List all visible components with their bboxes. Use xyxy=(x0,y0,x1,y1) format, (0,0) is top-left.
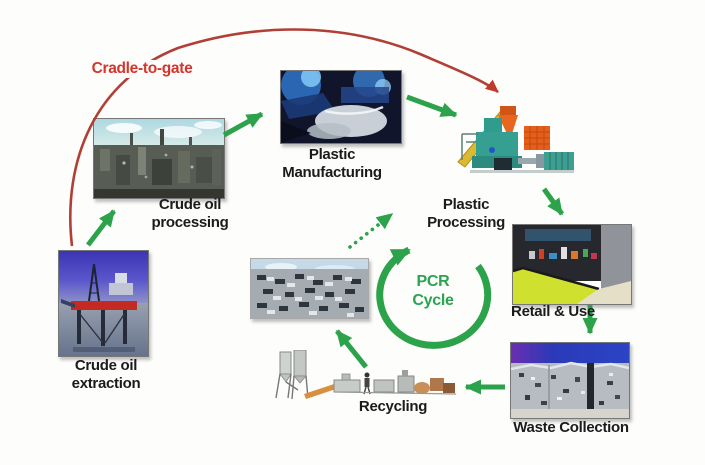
plastic-manufacturing-label: Plastic Manufacturing xyxy=(282,146,382,181)
retail-graphic xyxy=(513,225,631,304)
arrow-plastic-processing-to-retail xyxy=(541,187,565,216)
recycling-label: Recycling xyxy=(358,398,428,415)
recycling-line-illustration xyxy=(270,350,460,403)
cradle-to-gate-label: Cradle-to-gate xyxy=(87,60,197,78)
recycled-pellets-photo xyxy=(250,258,369,319)
crude-oil-processing-label: Crude oil processing xyxy=(151,196,229,231)
retail-and-use-label: Retail & Use xyxy=(511,303,595,320)
oil-rig-graphic xyxy=(59,251,148,356)
processing-machine-graphic xyxy=(457,106,574,173)
waste-collection-photo xyxy=(510,342,630,419)
plastic-processing-label: Plastic Processing xyxy=(427,196,505,231)
plastic-processing-machine-illustration xyxy=(448,98,576,190)
recycling-machines-graphic xyxy=(275,350,457,400)
manufacturing-graphic xyxy=(281,71,401,143)
arrow-manufacturing-to-plastic-processing xyxy=(406,94,458,118)
cradle-to-gate-arc xyxy=(69,28,499,247)
pcr-cycle-label: PCR Cycle xyxy=(412,273,454,309)
scrap-bales-graphic xyxy=(251,259,368,318)
arrow-processing-to-manufacturing xyxy=(222,111,264,138)
crude-oil-extraction-label: Crude oil extraction xyxy=(71,357,141,392)
refinery-graphic xyxy=(94,119,224,198)
retail-and-use-photo xyxy=(512,224,632,305)
crude-oil-processing-photo xyxy=(93,118,225,199)
arrow-recycling-to-pellets xyxy=(335,329,368,369)
plastic-manufacturing-photo xyxy=(280,70,402,144)
crude-oil-extraction-photo xyxy=(58,250,149,357)
arrow-pellets-to-plastic-processing-dotted xyxy=(348,212,394,249)
waste-bales-graphic xyxy=(511,343,629,418)
pcr-cycle-circular-arrow xyxy=(376,246,492,349)
arrow-extraction-to-processing xyxy=(86,209,116,247)
waste-collection-label: Waste Collection xyxy=(513,419,629,436)
